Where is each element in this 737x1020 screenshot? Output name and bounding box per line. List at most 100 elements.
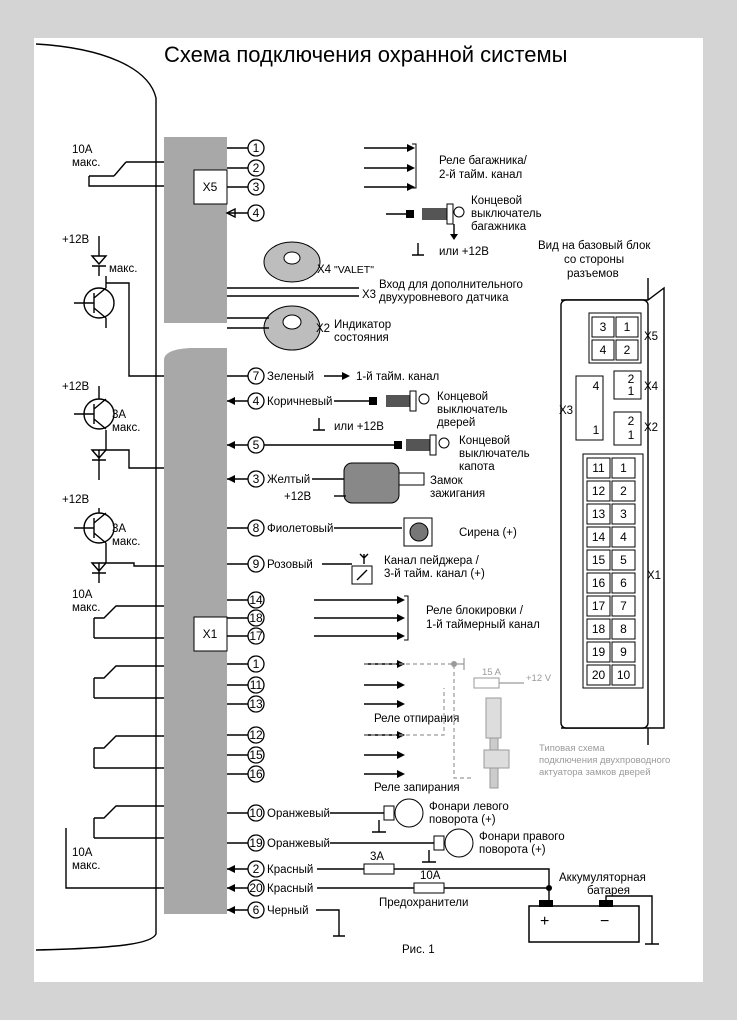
base-block-title-3: разъемов bbox=[567, 268, 619, 280]
hood-switch-label-2: выключатель bbox=[459, 448, 530, 460]
lamp-desc: Фонари левого bbox=[429, 801, 509, 813]
lamp-desc-2: поворота (+) bbox=[479, 844, 546, 856]
wire-pin: 5 bbox=[253, 438, 260, 452]
diagram-sheet: Схема подключения охранной системы X5 X1… bbox=[34, 38, 703, 982]
battery-icon: + − bbox=[528, 895, 659, 945]
base-x1-pin: 10 bbox=[617, 668, 631, 682]
x5-pin: 2 bbox=[253, 161, 260, 175]
door-switch-label-3: дверей bbox=[437, 417, 475, 429]
wire-desc: Канал пейджера / bbox=[384, 555, 480, 567]
lamp-color: Оранжевый bbox=[267, 838, 330, 850]
wire-color: Зеленый bbox=[267, 371, 314, 383]
lamp-pin: 10 bbox=[249, 806, 263, 820]
figure-caption: Рис. 1 bbox=[402, 944, 435, 956]
x5-label: X5 bbox=[203, 180, 218, 194]
base-x5-pin: 1 bbox=[624, 320, 631, 334]
lamp-color: Оранжевый bbox=[267, 808, 330, 820]
base-x1-pin: 9 bbox=[620, 645, 627, 659]
x5-pin: 1 bbox=[253, 141, 260, 155]
max-label: макс. bbox=[72, 860, 100, 872]
base-x4-label: X4 bbox=[644, 381, 659, 393]
power-pin: 20 bbox=[249, 881, 263, 895]
base-x5-label: X5 bbox=[644, 331, 658, 343]
base-x1-cell bbox=[611, 549, 636, 571]
battery-plus: + bbox=[540, 913, 549, 930]
trunk-switch-label-2: выключатель bbox=[471, 208, 542, 220]
x1-label: X1 bbox=[203, 627, 218, 641]
max-label: макс. bbox=[112, 422, 140, 434]
fuse-3a bbox=[363, 863, 395, 875]
base-x5-pin: 2 bbox=[624, 343, 631, 357]
base-x1-pin: 4 bbox=[620, 530, 627, 544]
actuator-note-3: актуатора замков дверей bbox=[539, 767, 651, 778]
indicator-label: Индикатор bbox=[334, 319, 391, 331]
battery-label-2: батарея bbox=[587, 885, 630, 897]
block-relay-label-2: 1-й таймерный канал bbox=[426, 619, 540, 631]
x2-label: X2 bbox=[316, 323, 330, 335]
base-x1-cell bbox=[586, 618, 611, 640]
base-block-title-2: со стороны bbox=[564, 254, 624, 266]
wire-color: Желтый bbox=[267, 474, 310, 486]
wiring-diagram: Схема подключения охранной системы X5 X1… bbox=[35, 42, 670, 956]
base-x3-pin: 4 bbox=[593, 379, 600, 393]
base-x1-cell bbox=[586, 503, 611, 525]
x1-label-box bbox=[193, 616, 228, 652]
actuator-fuse: 15 A bbox=[482, 667, 502, 678]
lamp-pin: 19 bbox=[249, 836, 263, 850]
left-circuit: 10A макс. +12В макс. +12В 3A макс. +12В … bbox=[62, 144, 164, 889]
base-x1-pin: 1 bbox=[620, 461, 627, 475]
ignition-label-2: зажигания bbox=[430, 488, 485, 500]
x1-wire-group: 7 Зеленый 1-й тайм. канал 4 Коричневый К… bbox=[227, 367, 530, 585]
fuses-label: Предохранители bbox=[379, 897, 468, 909]
base-x1-pin: 2 bbox=[620, 484, 627, 498]
base-x1-pin: 13 bbox=[592, 507, 606, 521]
door-switch-label-2: выключатель bbox=[437, 404, 508, 416]
base-x1-cell bbox=[611, 595, 636, 617]
base-x1-pin: 19 bbox=[592, 645, 606, 659]
amp3-label: 3A bbox=[112, 409, 126, 421]
wire-color: Коричневый bbox=[267, 396, 332, 408]
pager-label-2: 3-й тайм. канал (+) bbox=[384, 568, 485, 580]
base-x1-pin: 16 bbox=[592, 576, 606, 590]
lock-pin: 16 bbox=[249, 767, 263, 781]
actuator-note: Типовая схема bbox=[539, 743, 605, 754]
hood-switch-label: Концевой bbox=[459, 435, 510, 447]
unlock-relay-group: 1 11 13 Реле отпирания bbox=[227, 655, 459, 725]
base-x3-pin: 1 bbox=[593, 423, 600, 437]
unlock-relay-label: Реле отпирания bbox=[374, 713, 459, 725]
amp3-label: 3A bbox=[112, 523, 126, 535]
plus12-label: +12В bbox=[62, 494, 90, 506]
unlock-pin: 13 bbox=[249, 697, 263, 711]
unlock-pin: 11 bbox=[250, 678, 263, 692]
trunk-relay-label: Реле багажника/ bbox=[439, 155, 528, 167]
wire-desc: Сирена (+) bbox=[459, 527, 517, 539]
base-x1-cell bbox=[611, 664, 636, 686]
base-x1-pin: 3 bbox=[620, 507, 627, 521]
power-fuse: 10A bbox=[420, 870, 441, 882]
x3-label: X3 bbox=[362, 289, 376, 301]
actuator-note-2: подключения двухпроводного bbox=[539, 755, 670, 766]
base-x1-pin: 5 bbox=[620, 553, 627, 567]
actuator-diagram: 15 A +12 V Типовая схема подключения дву… bbox=[364, 658, 670, 789]
lock-pin: 15 bbox=[249, 748, 263, 762]
x4-label: X4 bbox=[317, 264, 332, 276]
base-x1-cell bbox=[586, 457, 611, 479]
base-x5-pin: 3 bbox=[600, 320, 607, 334]
x5-pin-group: 1 2 3 4 bbox=[225, 139, 265, 222]
base-x1-pin: 20 bbox=[592, 668, 606, 682]
base-x2-pin: 1 bbox=[628, 428, 635, 442]
power-color: Черный bbox=[267, 905, 309, 917]
wire-desc: 1-й тайм. канал bbox=[356, 371, 439, 383]
wire-pin: 4 bbox=[253, 394, 260, 408]
power-color: Красный bbox=[267, 864, 313, 876]
base-x1-cell bbox=[586, 595, 611, 617]
door-or12: или +12В bbox=[334, 421, 384, 433]
base-x1-pin: 7 bbox=[620, 599, 627, 613]
wire-color: Розовый bbox=[267, 559, 313, 571]
base-x1-cell bbox=[611, 503, 636, 525]
power-fuse: 3A bbox=[370, 851, 384, 863]
base-x1-pin: 17 bbox=[592, 599, 606, 613]
hood-switch-label-3: капота bbox=[459, 461, 495, 473]
